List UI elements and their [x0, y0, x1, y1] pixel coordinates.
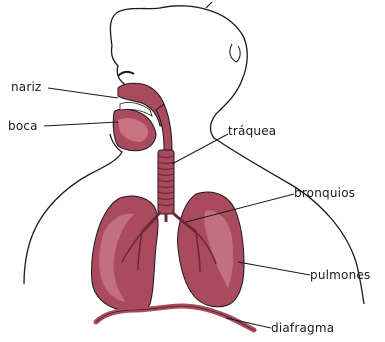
ear [230, 44, 240, 62]
label-bronquios: bronquios [294, 186, 355, 200]
leader-nariz [48, 88, 118, 98]
hair-mark [206, 2, 212, 8]
nostril [118, 72, 134, 76]
pharynx [156, 104, 172, 150]
label-diafragma: diafragma [271, 321, 334, 335]
label-pulmones: pulmones [310, 268, 370, 282]
label-boca: boca [8, 119, 38, 133]
leader-pulmones [238, 262, 310, 275]
label-traquea: tráquea [228, 124, 276, 138]
leader-traquea [172, 134, 228, 164]
label-nariz: nariz [11, 80, 42, 94]
trachea [158, 150, 174, 214]
leader-boca [44, 122, 118, 126]
